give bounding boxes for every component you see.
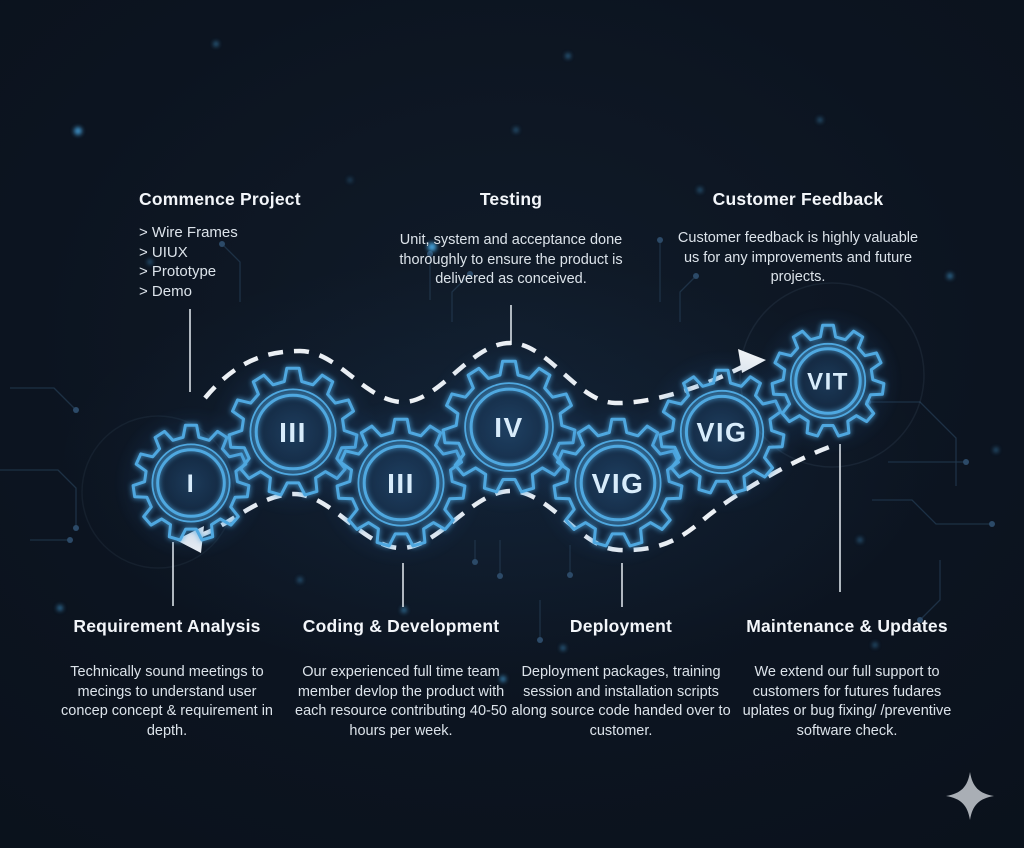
sparkle-icon xyxy=(946,772,994,820)
commence-title: Commence Project xyxy=(139,189,301,209)
connector-lines xyxy=(172,305,841,607)
requirement-title: Requirement Analysis xyxy=(73,616,261,636)
gear-5-label: VIG xyxy=(592,468,645,499)
gear-4-label: IV xyxy=(494,412,523,443)
commence-item: > UIUX xyxy=(139,243,188,261)
customer-feedback-title: Customer Feedback xyxy=(712,189,884,209)
commence-item: > Wire Frames xyxy=(139,224,238,241)
deployment-description: Deployment packages, training session an… xyxy=(511,664,731,739)
section-coding-development: Coding & Development Our experienced ful… xyxy=(290,616,512,741)
gear-7-label: VIT xyxy=(807,369,849,396)
section-deployment: Deployment Deployment packages, training… xyxy=(506,616,736,741)
coding-description: Our experienced full time team member de… xyxy=(295,664,507,739)
section-requirement-analysis: Requirement Analysis Technically sound m… xyxy=(57,616,277,741)
gear-2-label: III xyxy=(279,417,307,448)
section-customer-feedback: Customer Feedback Customer feedback is h… xyxy=(669,189,927,288)
testing-title: Testing xyxy=(479,189,543,209)
deployment-title: Deployment xyxy=(569,616,673,636)
requirement-description: Technically sound meetings to mecings to… xyxy=(61,664,273,739)
maintenance-title: Maintenance & Updates xyxy=(746,616,948,636)
gear-1-label: I xyxy=(187,470,195,498)
coding-title: Coding & Development xyxy=(302,616,500,636)
gear-6-label: VIG xyxy=(696,418,747,448)
testing-description: Unit, system and acceptance done thoroug… xyxy=(399,232,623,287)
section-maintenance-updates: Maintenance & Updates We extend our full… xyxy=(728,616,966,741)
gear-3-label: III xyxy=(387,468,415,499)
section-testing: Testing Unit, system and acceptance done… xyxy=(386,189,636,290)
customer-feedback-description: Customer feedback is highly valuable us … xyxy=(677,230,919,285)
commence-items: > Wire Frames > UIUX > Prototype > Demo xyxy=(139,223,369,301)
gear-7: VIT xyxy=(754,307,902,455)
maintenance-description: We extend our full support to customers … xyxy=(742,664,952,739)
commence-item: > Demo xyxy=(139,282,192,300)
section-commence-project: Commence Project > Wire Frames > UIUX > … xyxy=(139,189,369,301)
commence-item: > Prototype xyxy=(139,263,217,280)
